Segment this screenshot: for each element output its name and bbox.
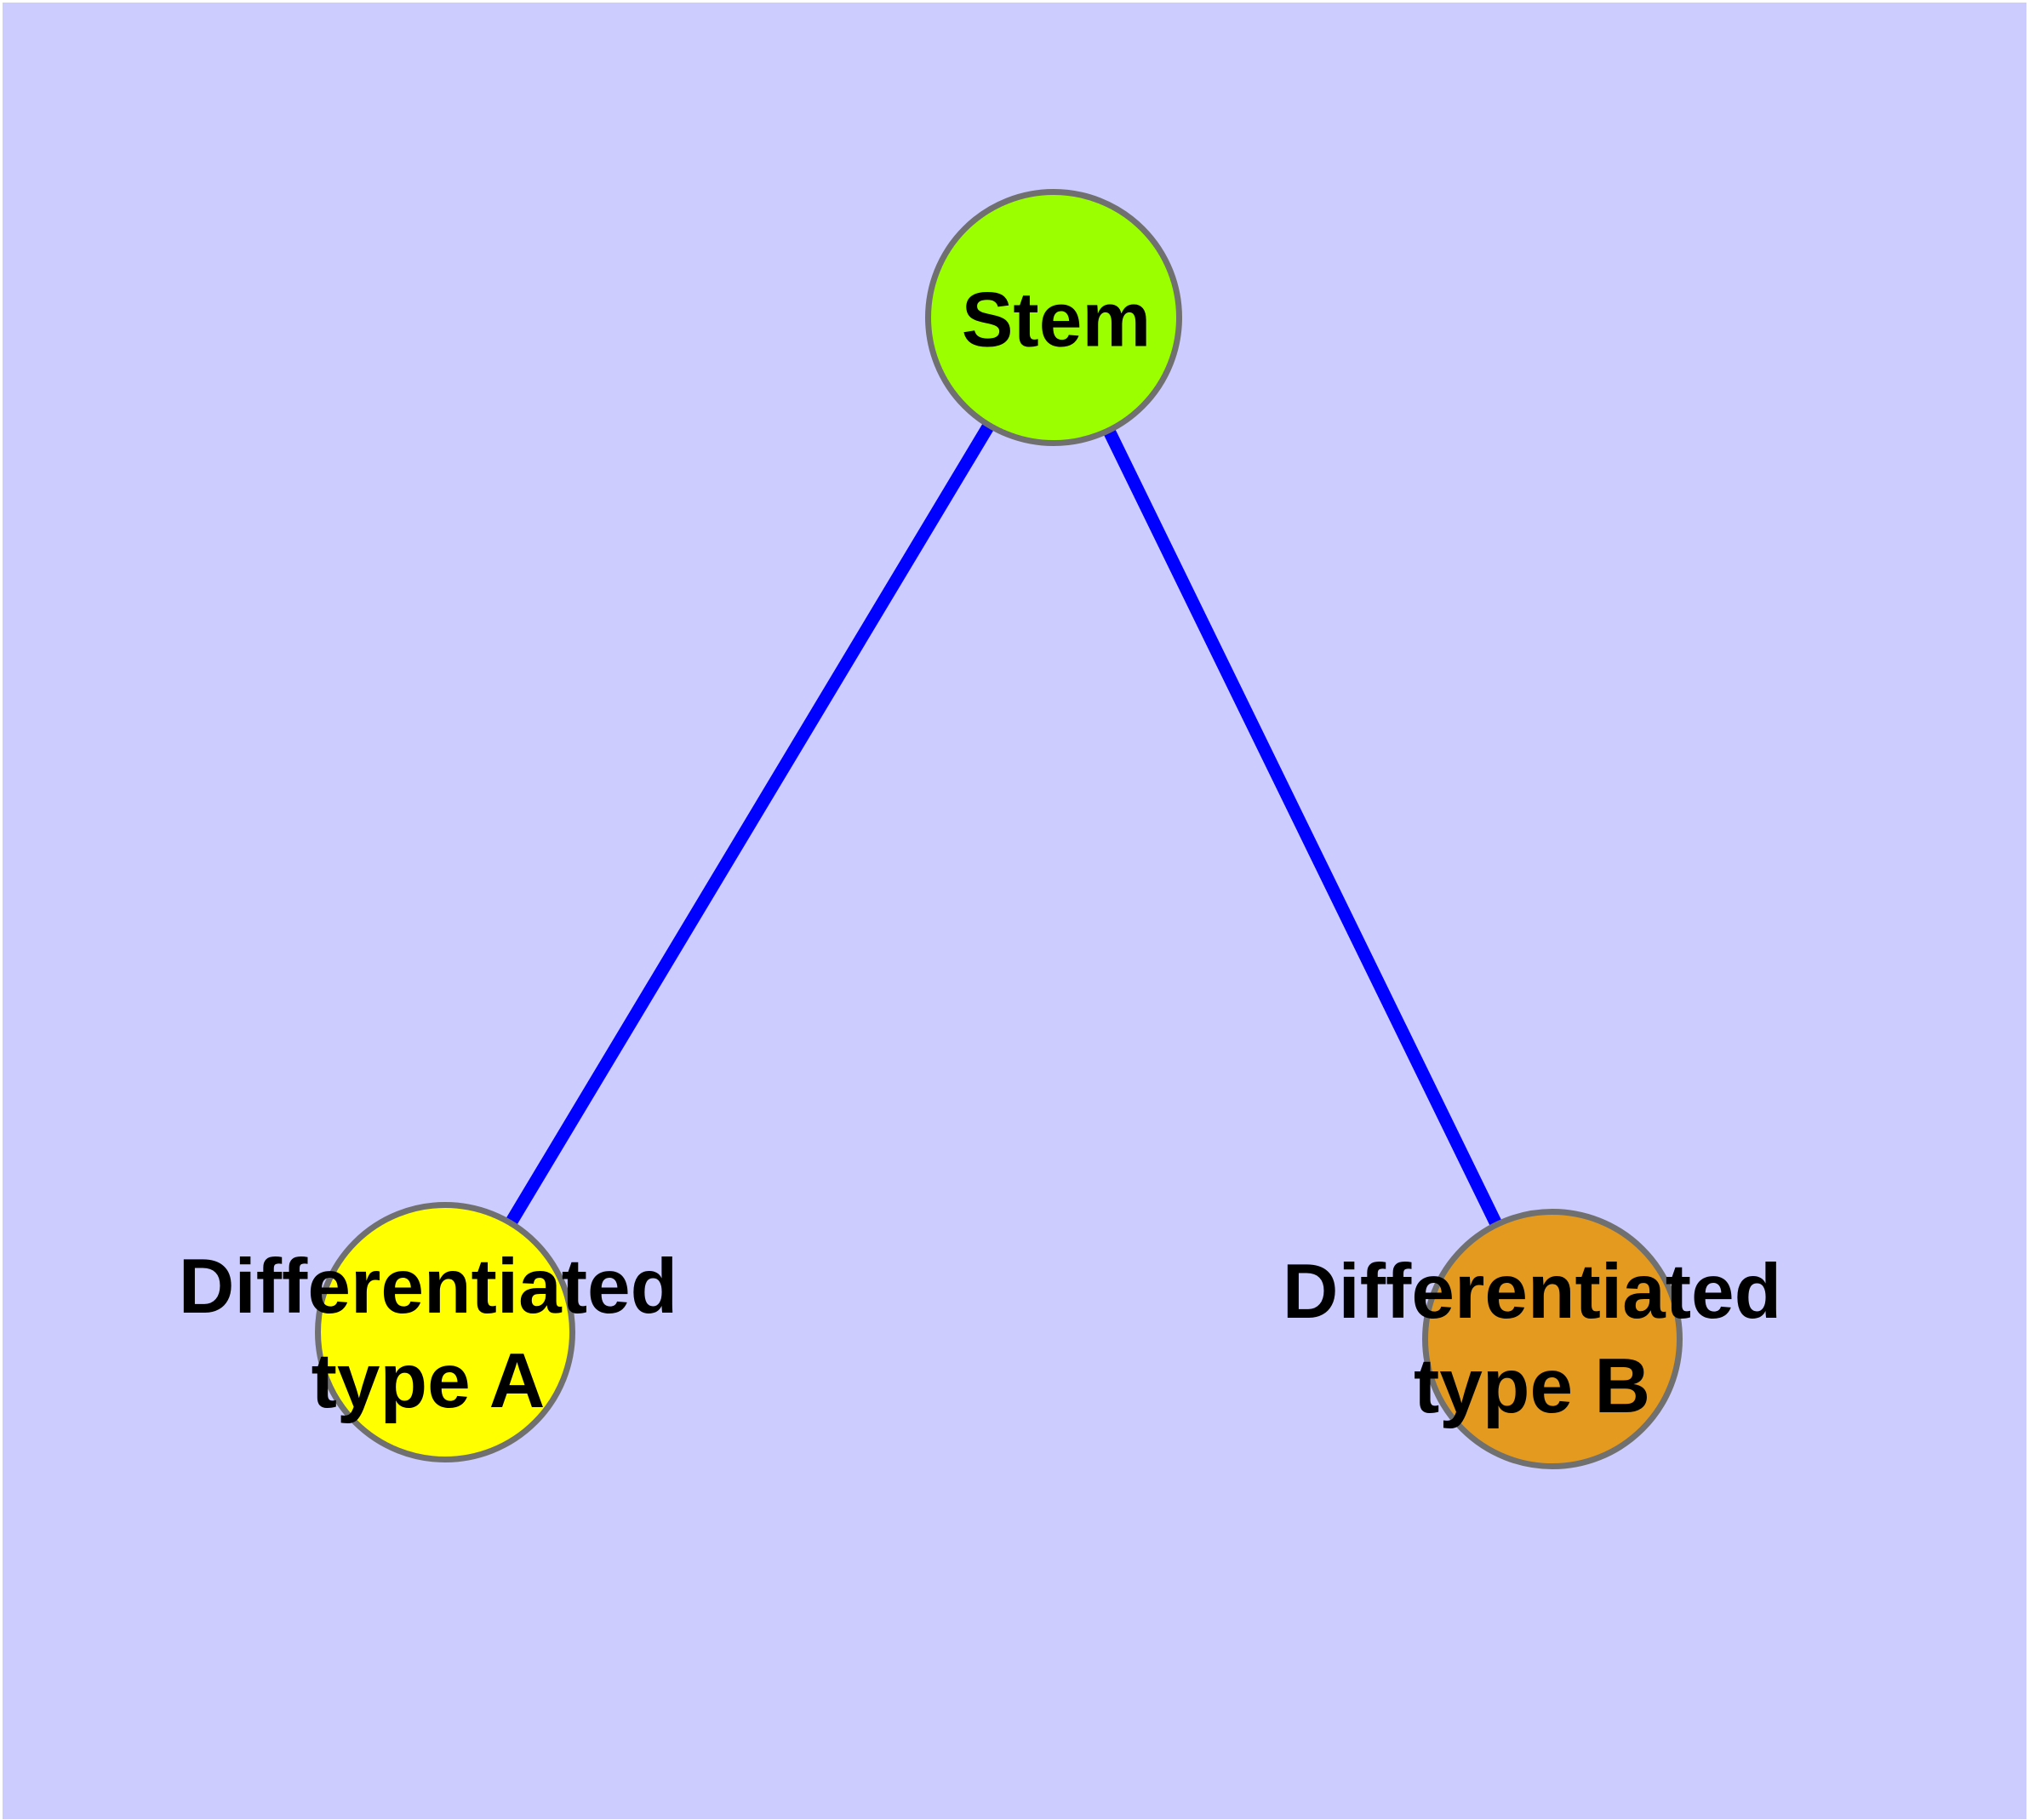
node-label-line: type A	[311, 1338, 546, 1424]
node-differentiated-type-b	[1422, 1209, 1683, 1469]
node-label-line: Differentiated	[1282, 1249, 1782, 1335]
node-label-line: Stem	[961, 277, 1152, 363]
edge-stem-to-type-a	[439, 314, 1060, 1336]
node-label-differentiated-type-a: Differentiated type A	[179, 1239, 678, 1428]
edge-stem-to-type-b	[1048, 314, 1558, 1342]
node-differentiated-type-a	[315, 1202, 575, 1462]
node-label-line: Differentiated	[178, 1244, 678, 1330]
node-label-differentiated-type-b: Differentiated type B	[1283, 1245, 1782, 1434]
node-stem	[925, 189, 1182, 446]
node-label-line: type B	[1413, 1343, 1651, 1429]
node-label-stem: Stem	[962, 273, 1152, 368]
